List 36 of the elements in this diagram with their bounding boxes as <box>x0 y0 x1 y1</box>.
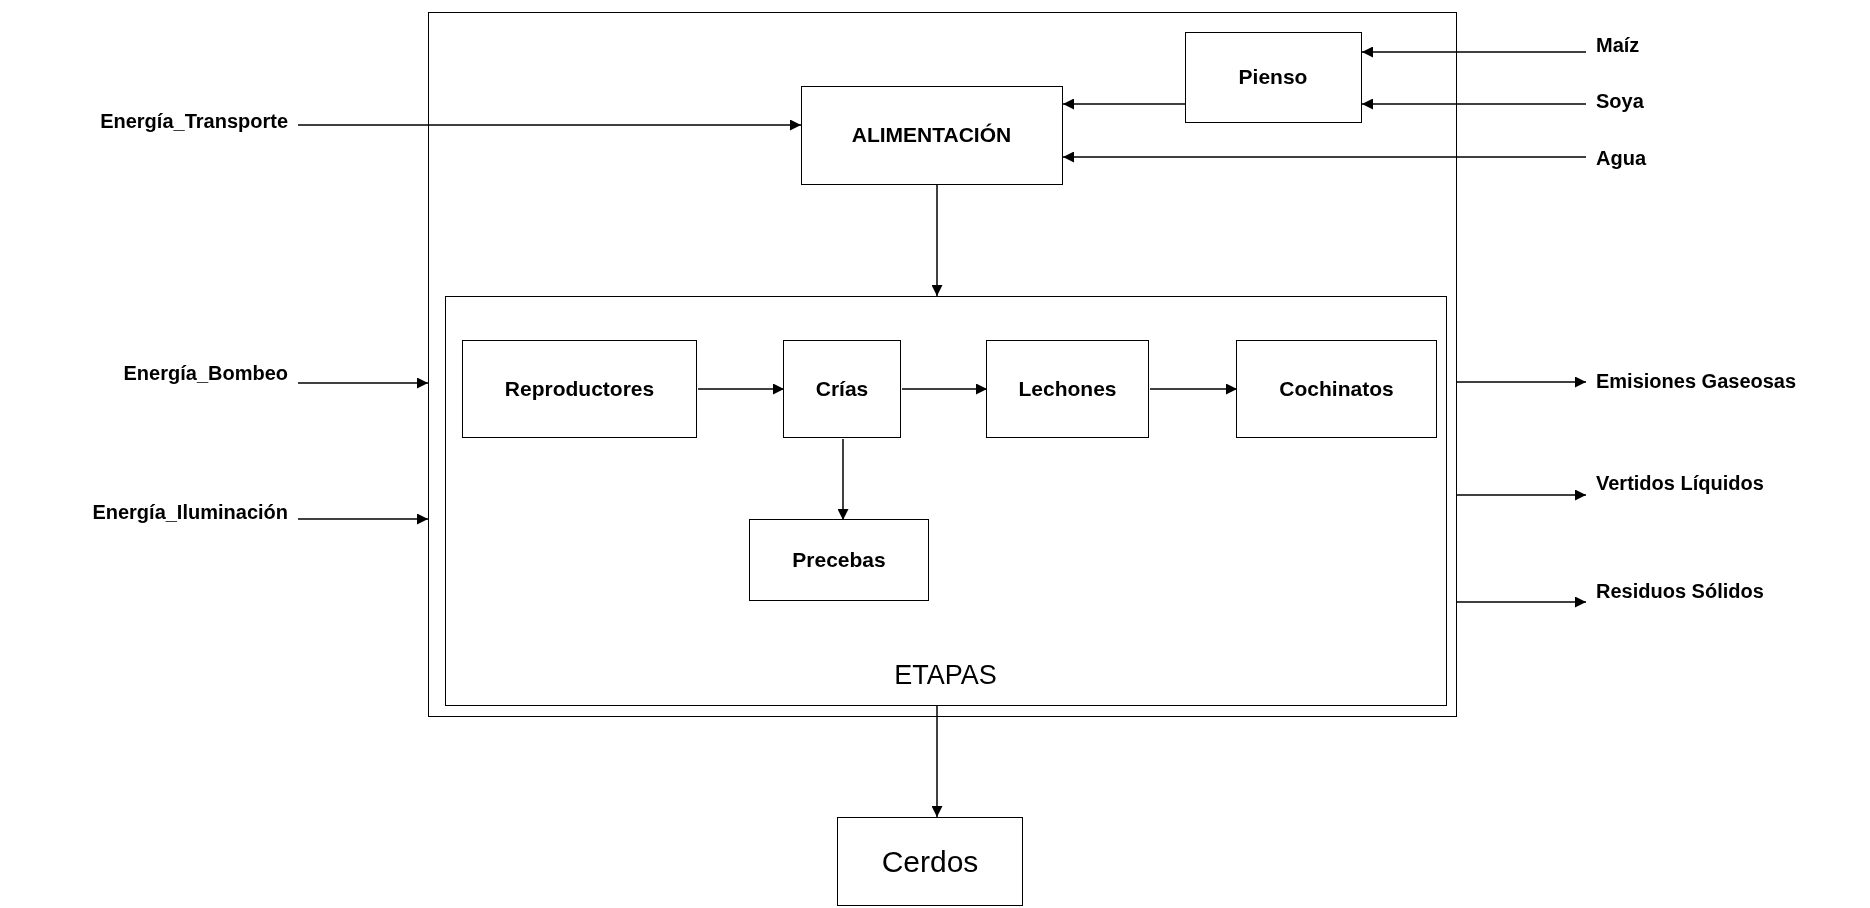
process-box: Reproductores <box>462 340 697 438</box>
arrow <box>297 119 802 131</box>
process-box: Lechones <box>986 340 1149 438</box>
arrow <box>297 377 429 389</box>
flow-label: Vertidos Líquidos <box>1596 468 1846 498</box>
arrow <box>901 383 988 395</box>
process-box: Precebas <box>749 519 929 601</box>
arrow <box>1456 489 1587 501</box>
arrow <box>1149 383 1238 395</box>
arrow <box>931 184 943 297</box>
process-box: Cochinatos <box>1236 340 1437 438</box>
arrow <box>297 513 429 525</box>
flow-label: Soya <box>1596 86 1666 116</box>
input-label: Energía_Iluminación <box>8 497 288 527</box>
flow-label: Agua <box>1596 143 1666 173</box>
flow-label: Maíz <box>1596 30 1666 60</box>
arrow <box>1062 151 1587 163</box>
input-label: Energía_Transporte <box>20 106 288 136</box>
flow-label: Residuos Sólidos <box>1596 576 1846 606</box>
flow-label: Emisiones Gaseosas <box>1596 366 1866 396</box>
process-box: Pienso <box>1184 31 1362 123</box>
arrow <box>1361 98 1587 110</box>
arrow <box>837 438 849 521</box>
arrow <box>1456 376 1587 388</box>
input-label: Energía_Bombeo <box>40 358 288 388</box>
output-box: Cerdos <box>837 817 1023 906</box>
arrow <box>1361 46 1587 58</box>
process-box: Crías <box>783 340 901 438</box>
arrow <box>1456 596 1587 608</box>
arrow <box>697 383 785 395</box>
process-box: ALIMENTACIÓN <box>800 85 1063 185</box>
stage-group-box <box>444 295 1447 706</box>
system-boundary-box <box>428 12 1457 717</box>
arrow <box>931 705 943 818</box>
group-title: ETAPAS <box>893 659 998 691</box>
arrow <box>1062 98 1186 110</box>
